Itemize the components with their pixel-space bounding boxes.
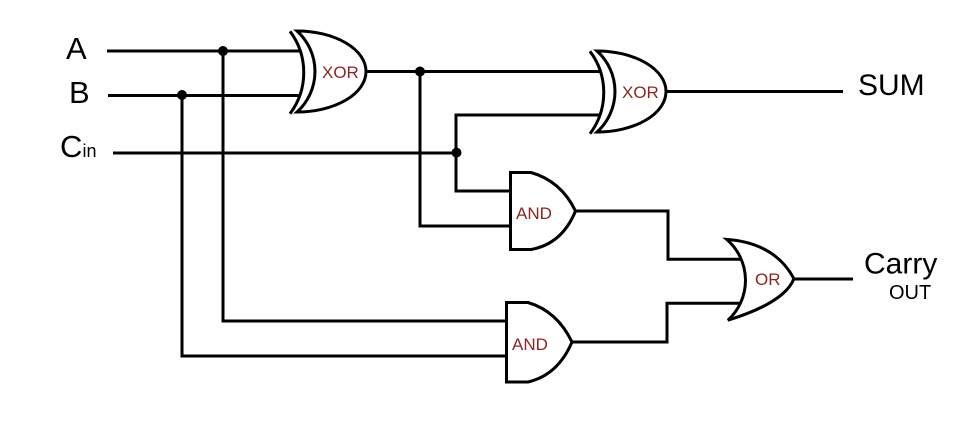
- svg-text:XOR: XOR: [622, 83, 659, 102]
- svg-text:AND: AND: [516, 204, 552, 223]
- svg-text:in: in: [83, 141, 97, 161]
- svg-text:Carry: Carry: [864, 248, 937, 281]
- svg-text:XOR: XOR: [322, 63, 359, 82]
- svg-text:AND: AND: [512, 335, 548, 354]
- svg-text:B: B: [69, 75, 90, 110]
- svg-text:SUM: SUM: [858, 69, 925, 102]
- svg-text:OR: OR: [755, 270, 781, 289]
- svg-text:C: C: [60, 129, 82, 164]
- svg-text:OUT: OUT: [889, 282, 931, 304]
- svg-text:A: A: [66, 31, 87, 66]
